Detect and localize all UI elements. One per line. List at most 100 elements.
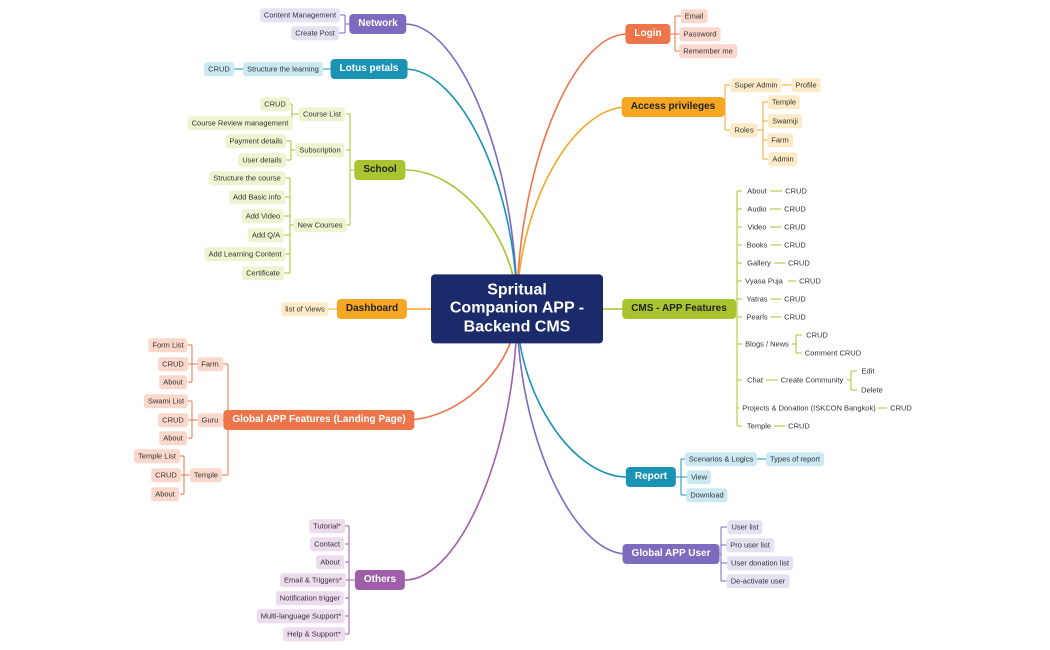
topic-global-app-user[interactable]: Global APP User bbox=[622, 544, 720, 564]
cms-item-blogs-news[interactable]: Blogs / News bbox=[742, 338, 792, 350]
subtopic-tutorial[interactable]: Tutorial* bbox=[309, 519, 345, 533]
subtopic-new-courses[interactable]: New Courses bbox=[293, 218, 347, 232]
subtopic-structure-the-course[interactable]: Structure the course bbox=[209, 171, 285, 185]
topic-access-privileges[interactable]: Access privileges bbox=[621, 97, 725, 117]
cms-item-blogs-crud[interactable]: CRUD bbox=[803, 329, 831, 341]
subtopic-notification-trigger[interactable]: Notification trigger bbox=[275, 591, 345, 605]
topic-others[interactable]: Others bbox=[354, 570, 406, 590]
cms-item-gallery[interactable]: Gallery bbox=[744, 257, 774, 269]
subtopic-guru[interactable]: Guru bbox=[197, 413, 223, 427]
subtopic-deactivate-user[interactable]: De-activate user bbox=[726, 574, 790, 588]
link-login bbox=[516, 33, 628, 310]
topic-global-app-features[interactable]: Global APP Features (Landing Page) bbox=[223, 410, 415, 430]
subtopic-course-list[interactable]: Course List bbox=[299, 107, 345, 121]
cms-item-delete[interactable]: Delete bbox=[858, 384, 886, 396]
topic-cms-app-features[interactable]: CMS - APP Features bbox=[622, 299, 736, 319]
subtopic-role-swamiji[interactable]: Swamiji bbox=[768, 114, 802, 128]
cms-item-about-crud[interactable]: CRUD bbox=[782, 185, 810, 197]
cms-item-books[interactable]: Books bbox=[743, 239, 771, 251]
subtopic-guru-about[interactable]: About bbox=[159, 431, 187, 445]
subtopic-payment-details[interactable]: Payment details bbox=[225, 134, 287, 148]
subtopic-roles[interactable]: Roles bbox=[730, 123, 758, 137]
subtopic-role-farm[interactable]: Farm bbox=[767, 133, 793, 147]
subtopic-email[interactable]: Email bbox=[680, 9, 708, 23]
link-access bbox=[516, 106, 628, 310]
subtopic-types-of-report[interactable]: Types of report bbox=[765, 452, 825, 466]
subtopic-profile[interactable]: Profile bbox=[791, 78, 821, 92]
subtopic-user-details[interactable]: User details bbox=[238, 153, 286, 167]
cms-item-comment-crud[interactable]: Comment CRUD bbox=[801, 347, 865, 359]
subtopic-email-triggers[interactable]: Email & Triggers* bbox=[280, 573, 346, 587]
subtopic-form-list[interactable]: Form List bbox=[148, 338, 188, 352]
cms-item-temple-crud[interactable]: CRUD bbox=[785, 420, 813, 432]
subtopic-role-admin[interactable]: Admin bbox=[768, 152, 798, 166]
cms-item-audio-crud[interactable]: CRUD bbox=[781, 203, 809, 215]
subtopic-others-about[interactable]: About bbox=[316, 555, 344, 569]
cms-item-vyasa-puja-crud[interactable]: CRUD bbox=[796, 275, 824, 287]
subtopic-certificate[interactable]: Certificate bbox=[242, 266, 284, 280]
subtopic-list-of-views[interactable]: list of Views bbox=[281, 302, 329, 316]
subtopic-content-management[interactable]: Content Management bbox=[259, 8, 341, 22]
cms-item-gallery-crud[interactable]: CRUD bbox=[785, 257, 813, 269]
cms-item-video[interactable]: Video bbox=[744, 221, 770, 233]
cms-item-vyasa-puja[interactable]: Vyasa Puja bbox=[742, 275, 786, 287]
topic-network[interactable]: Network bbox=[349, 14, 407, 34]
subtopic-multi-language-support[interactable]: Multi-language Support* bbox=[256, 609, 346, 623]
cms-item-audio[interactable]: Audio bbox=[744, 203, 770, 215]
cms-item-projects-donation[interactable]: Projects & Donation (ISKCON Bangkok) bbox=[739, 402, 879, 414]
topic-login[interactable]: Login bbox=[625, 24, 671, 44]
cms-item-projects-crud[interactable]: CRUD bbox=[887, 402, 915, 414]
topic-lotus-petals[interactable]: Lotus petals bbox=[330, 59, 408, 79]
subtopic-download[interactable]: Download bbox=[686, 488, 728, 502]
subtopic-lotus-crud[interactable]: CRUD bbox=[204, 62, 234, 76]
cms-item-pearls[interactable]: Pearls bbox=[743, 311, 771, 323]
subtopic-add-basic-info[interactable]: Add Basic info bbox=[229, 190, 285, 204]
subtopic-farm-about[interactable]: About bbox=[159, 375, 187, 389]
subtopic-temple-crud[interactable]: CRUD bbox=[151, 468, 181, 482]
topic-school[interactable]: School bbox=[354, 160, 406, 180]
subtopic-temple-about[interactable]: About bbox=[151, 487, 179, 501]
subtopic-user-list[interactable]: User list bbox=[727, 520, 763, 534]
cms-item-video-crud[interactable]: CRUD bbox=[781, 221, 809, 233]
cms-item-chat[interactable]: Chat bbox=[744, 374, 766, 386]
subtopic-farm[interactable]: Farm bbox=[197, 357, 223, 371]
subtopic-remember-me[interactable]: Remember me bbox=[679, 44, 737, 58]
subtopic-temple-list[interactable]: Temple List bbox=[134, 449, 180, 463]
topic-dashboard[interactable]: Dashboard bbox=[336, 299, 408, 319]
subtopic-contact[interactable]: Contact bbox=[310, 537, 344, 551]
cms-item-yatras[interactable]: Yatras bbox=[743, 293, 771, 305]
root-topic[interactable]: Spritual Companion APP - Backend CMS bbox=[431, 274, 603, 344]
subtopic-add-qa[interactable]: Add Q/A bbox=[247, 228, 285, 242]
cms-item-yatras-crud[interactable]: CRUD bbox=[781, 293, 809, 305]
topic-report[interactable]: Report bbox=[625, 467, 677, 487]
subtopic-add-learning-content[interactable]: Add Learning Content bbox=[204, 247, 286, 261]
link-others bbox=[404, 308, 518, 581]
cms-item-books-crud[interactable]: CRUD bbox=[781, 239, 809, 251]
subtopic-create-post[interactable]: Create Post bbox=[291, 26, 339, 40]
subtopic-swami-list[interactable]: Swami List bbox=[143, 394, 189, 408]
cms-item-create-community[interactable]: Create Community bbox=[777, 374, 847, 386]
subtopic-view[interactable]: View bbox=[686, 470, 712, 484]
subtopic-role-temple[interactable]: Temple bbox=[767, 95, 801, 109]
subtopic-temple[interactable]: Temple bbox=[189, 468, 223, 482]
subtopic-structure-the-learning[interactable]: Structure the learning bbox=[243, 62, 323, 76]
cms-item-edit[interactable]: Edit bbox=[858, 365, 878, 377]
cms-item-temple[interactable]: Temple bbox=[743, 420, 775, 432]
subtopic-guru-crud[interactable]: CRUD bbox=[158, 413, 188, 427]
cms-item-pearls-crud[interactable]: CRUD bbox=[781, 311, 809, 323]
link-global-user bbox=[516, 308, 628, 555]
subtopic-help-support[interactable]: Help & Support* bbox=[283, 627, 345, 641]
subtopic-farm-crud[interactable]: CRUD bbox=[158, 357, 188, 371]
subtopic-pro-user-list[interactable]: Pro user list bbox=[726, 538, 774, 552]
cms-item-about[interactable]: About bbox=[744, 185, 770, 197]
subtopic-course-review-management[interactable]: Course Review management bbox=[187, 116, 293, 130]
subtopic-add-video[interactable]: Add Video bbox=[241, 209, 285, 223]
subtopic-course-crud[interactable]: CRUD bbox=[260, 97, 290, 111]
subtopic-subscription[interactable]: Subscription bbox=[295, 143, 345, 157]
subtopic-user-donation-list[interactable]: User donation list bbox=[727, 556, 793, 570]
subtopic-password[interactable]: Password bbox=[679, 27, 721, 41]
subtopic-super-admin[interactable]: Super Admin bbox=[730, 78, 782, 92]
subtopic-scenarios-logics[interactable]: Scenarios & Logics bbox=[684, 452, 758, 466]
